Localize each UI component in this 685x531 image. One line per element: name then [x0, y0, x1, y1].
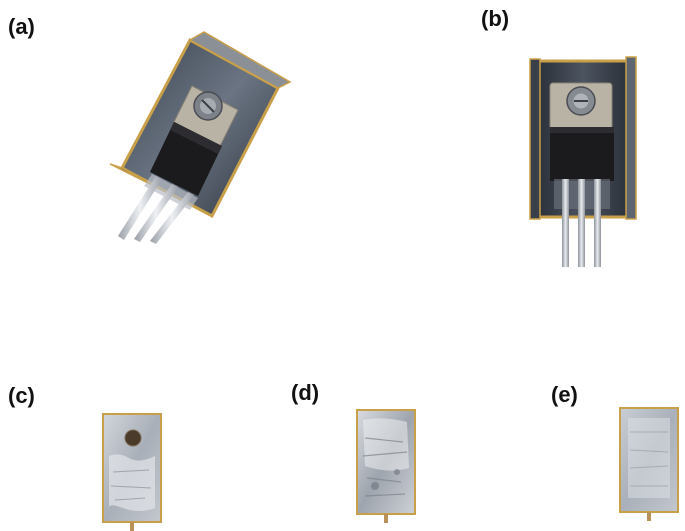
panel-label-e: (e)	[551, 382, 578, 407]
panel-label-a: (a)	[8, 14, 35, 39]
photo-transistor-heatsink-angled	[109, 31, 292, 244]
panel-label-b: (b)	[481, 6, 510, 31]
panel-label-d: (d)	[291, 380, 320, 405]
photo-transistor-heatsink-front	[529, 56, 637, 267]
photo-heatsink-residue-d	[356, 409, 416, 523]
photo-heatsink-residue-c	[102, 413, 162, 531]
photo-heatsink-residue-e	[619, 407, 679, 521]
panel-label-c: (c)	[8, 383, 35, 408]
